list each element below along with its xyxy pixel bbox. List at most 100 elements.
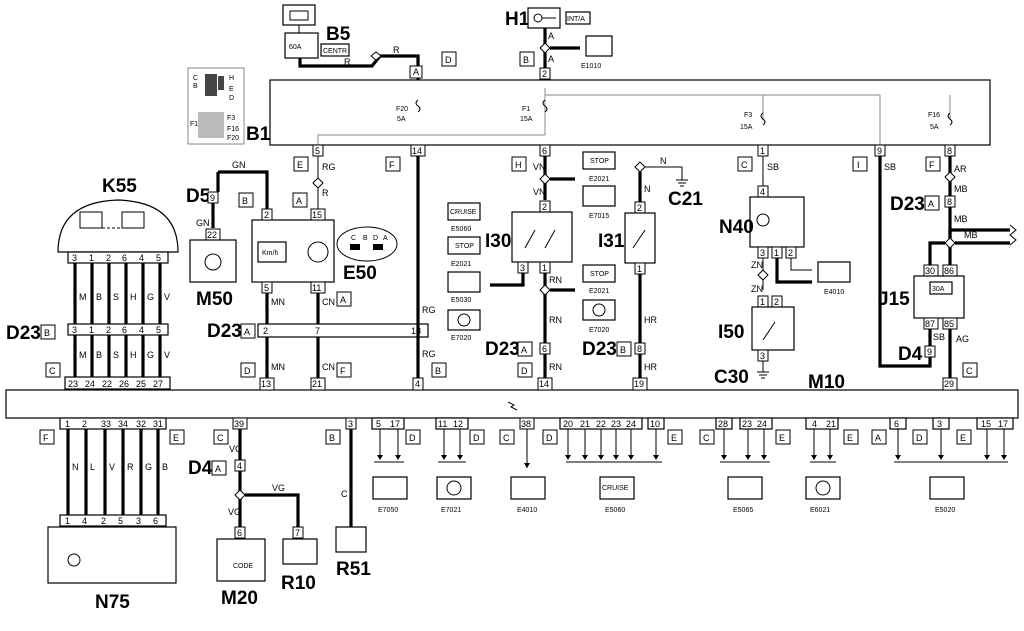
- svg-text:B: B: [363, 235, 368, 242]
- svg-text:CRUISE: CRUISE: [450, 209, 477, 216]
- svg-text:30A: 30A: [932, 286, 945, 293]
- svg-text:5: 5: [118, 516, 123, 526]
- svg-text:HR: HR: [644, 315, 657, 325]
- svg-text:E: E: [847, 433, 853, 443]
- svg-text:1: 1: [65, 419, 70, 429]
- svg-text:CRUISE: CRUISE: [602, 485, 629, 492]
- svg-text:CN: CN: [322, 362, 335, 372]
- e4010-indicator-bottom: E4010: [510, 476, 546, 514]
- svg-text:6: 6: [237, 528, 242, 538]
- e4010-indicator-top: [817, 261, 851, 283]
- svg-text:D: D: [229, 95, 234, 102]
- svg-text:VN: VN: [533, 162, 546, 172]
- svg-text:D: D: [244, 366, 251, 376]
- svg-text:AG: AG: [956, 334, 969, 344]
- svg-text:C: C: [341, 489, 348, 499]
- svg-text:38: 38: [521, 419, 531, 429]
- svg-text:I31: I31: [598, 231, 625, 252]
- svg-text:5A: 5A: [930, 124, 939, 131]
- i31-clutch-switch: 2 1 I31: [598, 201, 656, 275]
- svg-text:12: 12: [453, 419, 463, 429]
- k55-wire-colors: M B S H G V M B S H G V: [79, 292, 170, 360]
- svg-text:J15: J15: [878, 289, 910, 310]
- svg-text:1: 1: [760, 146, 765, 156]
- svg-text:E4010: E4010: [824, 289, 844, 296]
- svg-text:A: A: [340, 295, 346, 305]
- svg-text:C: C: [741, 160, 748, 170]
- svg-text:6: 6: [542, 146, 547, 156]
- svg-text:M10: M10: [808, 372, 845, 393]
- svg-text:B: B: [523, 55, 529, 65]
- svg-text:E: E: [960, 433, 966, 443]
- svg-text:I30: I30: [485, 231, 511, 252]
- svg-text:A: A: [215, 464, 221, 474]
- svg-text:19: 19: [634, 379, 644, 389]
- svg-text:SB: SB: [933, 332, 945, 342]
- svg-text:A: A: [875, 433, 881, 443]
- svg-text:1: 1: [774, 248, 779, 258]
- m10-bottom-pins-left: F E 1 2 33 34 32 31: [39, 417, 185, 445]
- svg-text:N: N: [72, 462, 79, 472]
- svg-text:15A: 15A: [520, 116, 533, 123]
- svg-text:3: 3: [348, 419, 353, 429]
- svg-text:D23: D23: [485, 339, 520, 360]
- c21-ground: [676, 179, 688, 187]
- svg-text:6: 6: [122, 253, 127, 263]
- svg-text:N: N: [660, 156, 667, 166]
- svg-text:A: A: [928, 199, 934, 209]
- svg-text:5: 5: [156, 253, 161, 263]
- j15-relay: 30 86 30A 87 85 J15: [878, 264, 965, 330]
- svg-text:RN: RN: [549, 315, 562, 325]
- svg-text:H: H: [515, 160, 522, 170]
- svg-text:E5060: E5060: [451, 226, 471, 233]
- svg-text:GN: GN: [232, 160, 246, 170]
- svg-text:B: B: [96, 350, 102, 360]
- svg-text:4: 4: [760, 187, 765, 197]
- svg-text:M50: M50: [196, 289, 233, 310]
- svg-text:MN: MN: [271, 297, 285, 307]
- b1-fuse-box: [269, 79, 991, 146]
- svg-text:2: 2: [264, 210, 269, 220]
- n40-motor: 4 3 1 2 N40: [719, 185, 805, 259]
- e5030-indicator: E5030: [447, 271, 481, 304]
- svg-text:5: 5: [376, 419, 381, 429]
- svg-text:D4: D4: [188, 458, 213, 479]
- b1-lower-pins: 5 14 6 1 9 8 E F H C I F: [293, 144, 956, 172]
- svg-text:S: S: [113, 350, 119, 360]
- svg-text:F: F: [43, 433, 49, 443]
- svg-text:RG: RG: [422, 349, 436, 359]
- svg-text:V: V: [109, 462, 115, 472]
- svg-text:RG: RG: [322, 162, 336, 172]
- e7015-indicator: [582, 185, 616, 207]
- svg-text:CODE: CODE: [233, 563, 254, 570]
- svg-text:C: C: [351, 235, 356, 242]
- svg-text:F1: F1: [190, 121, 198, 128]
- svg-text:7: 7: [315, 326, 320, 336]
- svg-text:2: 2: [542, 69, 547, 79]
- svg-text:27: 27: [153, 379, 163, 389]
- cruise-e5060-left: CRUISE E5060: [447, 202, 481, 233]
- svg-text:2: 2: [82, 419, 87, 429]
- svg-text:14: 14: [539, 379, 549, 389]
- svg-text:C: C: [217, 433, 224, 443]
- svg-text:GN: GN: [196, 218, 210, 228]
- svg-text:2: 2: [788, 248, 793, 258]
- svg-text:3: 3: [72, 253, 77, 263]
- svg-text:D5: D5: [186, 186, 211, 207]
- svg-text:2: 2: [101, 516, 106, 526]
- svg-text:3: 3: [760, 248, 765, 258]
- svg-text:15A: 15A: [740, 124, 753, 131]
- fuse-f16: F16 5A: [928, 112, 953, 131]
- svg-text:I50: I50: [718, 322, 744, 343]
- svg-text:5: 5: [264, 283, 269, 293]
- b1-internal-bus: [317, 88, 951, 145]
- svg-text:CN: CN: [322, 297, 335, 307]
- svg-text:22: 22: [207, 230, 217, 240]
- svg-text:9: 9: [877, 146, 882, 156]
- svg-text:14: 14: [412, 146, 422, 156]
- svg-text:60A: 60A: [289, 44, 302, 51]
- svg-text:3: 3: [937, 419, 942, 429]
- svg-text:MB: MB: [964, 230, 978, 240]
- svg-text:2: 2: [774, 297, 779, 307]
- svg-text:I: I: [857, 160, 860, 170]
